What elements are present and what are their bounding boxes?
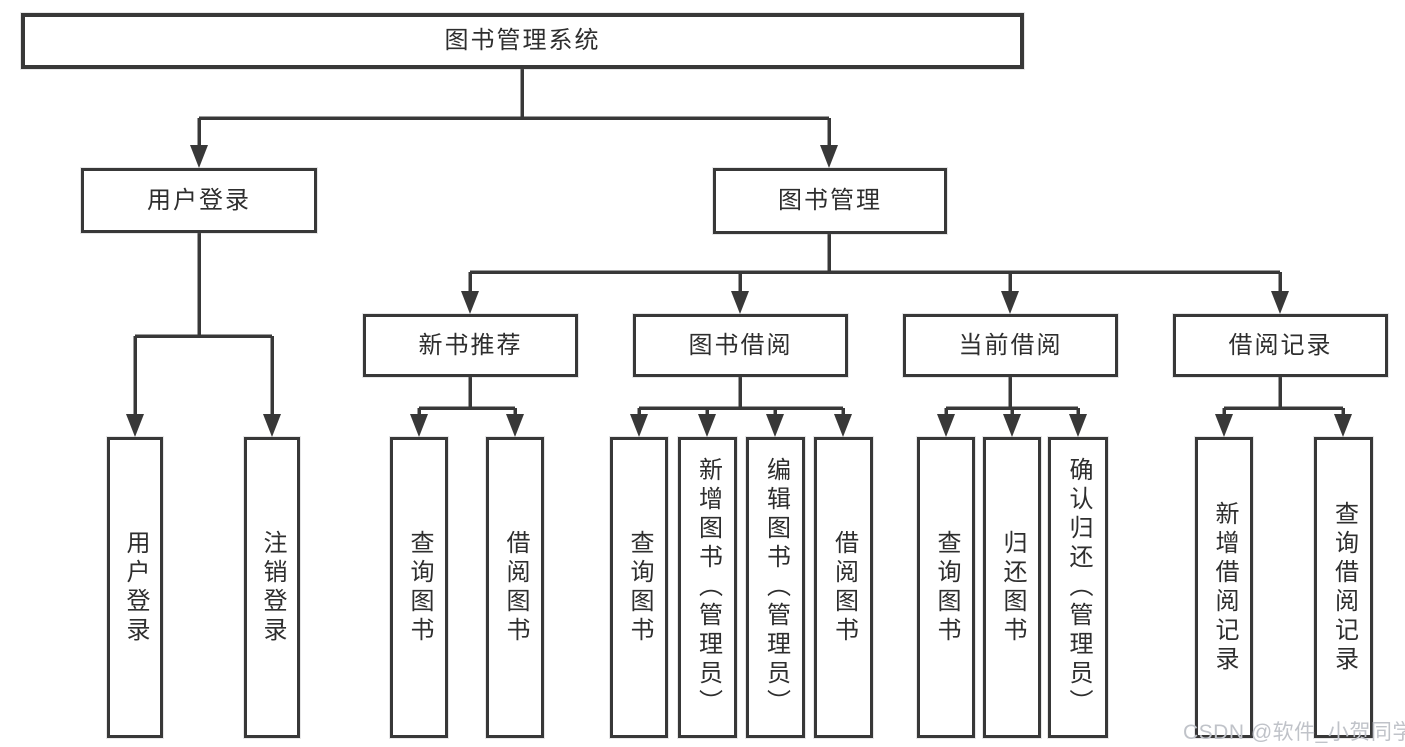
node-label: 用户登录 [122, 529, 149, 646]
node-label: 借阅图书 [502, 529, 529, 646]
node-label: 借阅记录 [1228, 331, 1333, 359]
leaf-borrow-query-books: 查询图书 [610, 437, 668, 738]
node-label: 图书管理系统 [444, 27, 601, 54]
edge-borrow-to-leaves [637, 377, 845, 416]
node-system-root: 图书管理系统 [21, 13, 1024, 69]
edge-bookmgmt-to-level3 [468, 234, 1282, 293]
node-label: 查询借阅记录 [1330, 500, 1358, 675]
node-label: 用户登录 [147, 186, 251, 214]
edge-root-to-level2 [197, 69, 831, 150]
node-label: 图书管理 [778, 187, 882, 214]
edge-current-to-leaves [944, 377, 1080, 416]
leaf-borrow-borrow-books: 借阅图书 [814, 437, 873, 738]
leaf-records-add-record: 新增借阅记录 [1195, 437, 1253, 738]
leaf-newrec-borrow-books: 借阅图书 [486, 437, 544, 738]
node-label: 新书推荐 [418, 331, 523, 359]
node-label: 查询图书 [933, 529, 960, 646]
leaf-current-confirm-return-admin: 确认归还（管理员） [1048, 437, 1108, 738]
node-new-book-recommend: 新书推荐 [363, 314, 578, 377]
arrowheads [126, 145, 1352, 437]
edge-records-to-leaves [1222, 377, 1345, 416]
node-label: 确认归还（管理员） [1065, 457, 1092, 718]
csdn-watermark: CSDN @软件_小贺同学 [1183, 721, 1405, 744]
node-label: 当前借阅 [958, 331, 1063, 359]
node-label: 新增借阅记录 [1211, 500, 1238, 675]
node-label: 查询图书 [626, 529, 653, 646]
node-user-login-branch: 用户登录 [81, 168, 317, 233]
leaf-logout: 注销登录 [244, 437, 300, 738]
leaf-current-query-books: 查询图书 [917, 437, 975, 738]
node-borrow-records: 借阅记录 [1173, 314, 1388, 377]
leaf-borrow-add-books-admin: 新增图书（管理员） [678, 437, 737, 738]
leaf-records-query-record: 查询借阅记录 [1314, 437, 1373, 738]
leaf-newrec-query-books: 查询图书 [390, 437, 448, 738]
node-book-borrow: 图书借阅 [633, 314, 848, 377]
edge-userlogin-to-leaves [133, 233, 274, 415]
node-label: 新增图书（管理员） [694, 457, 722, 718]
node-label: 借阅图书 [830, 529, 858, 646]
node-label: 查询图书 [406, 529, 433, 646]
node-label: 归还图书 [999, 529, 1026, 646]
node-label: 图书借阅 [688, 331, 793, 359]
node-label: 编辑图书（管理员） [762, 457, 790, 718]
node-current-borrow: 当前借阅 [903, 314, 1118, 377]
leaf-current-return-books: 归还图书 [983, 437, 1041, 738]
edge-newrec-to-leaves [417, 377, 517, 416]
leaf-user-login: 用户登录 [107, 437, 163, 738]
node-label: 注销登录 [259, 529, 286, 646]
leaf-borrow-edit-books-admin: 编辑图书（管理员） [746, 437, 805, 738]
node-book-management-branch: 图书管理 [713, 168, 947, 234]
